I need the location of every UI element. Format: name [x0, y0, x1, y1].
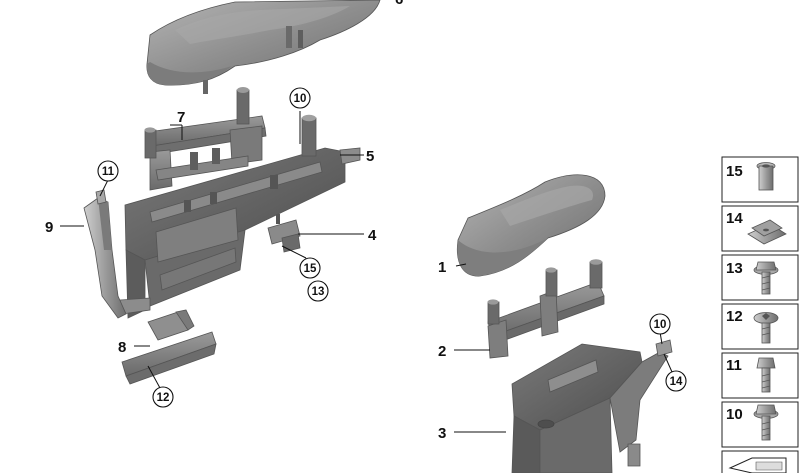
callout-6: 6: [395, 0, 403, 8]
fastener-label-13: 13: [726, 260, 743, 277]
panel-arrow-box: [721, 450, 799, 473]
circled-callout-11: 11: [97, 160, 119, 182]
circled-callout-15: 15: [299, 257, 321, 279]
callout-4: 4: [368, 227, 377, 244]
circled-callout-10-right: 10: [649, 313, 671, 335]
svg-text:12: 12: [157, 392, 170, 404]
cover-right: [456, 174, 606, 277]
fastener-label-15: 15: [726, 163, 743, 180]
fastener-item-15: 15: [721, 156, 799, 203]
circled-callout-10-left: 10: [289, 87, 311, 109]
top-cover-left: [146, 0, 381, 94]
callout-5: 5: [366, 148, 374, 165]
frame-right: [487, 259, 605, 359]
callout-3: 3: [438, 425, 446, 442]
fastener-item-10: 10: [721, 401, 799, 448]
fastener-panel: 15 14 13 12: [721, 156, 799, 473]
callout-2: 2: [438, 343, 446, 360]
fastener-label-11: 11: [726, 357, 742, 374]
main-fuse-box: [119, 114, 361, 319]
lower-holder: [121, 309, 217, 385]
callout-1: 1: [438, 259, 446, 276]
upper-bracket-frame: [144, 87, 267, 191]
fastener-item-11: 11: [721, 352, 799, 399]
svg-text:13: 13: [312, 286, 325, 298]
callout-8: 8: [118, 339, 126, 356]
side-bracket: [83, 189, 127, 319]
circled-callout-14: 14: [665, 370, 687, 392]
fastener-label-10: 10: [726, 406, 743, 423]
svg-text:14: 14: [670, 376, 683, 388]
leader-lines: [60, 111, 673, 433]
svg-text:11: 11: [102, 166, 115, 178]
fastener-item-12: 12: [721, 303, 799, 350]
circled-callout-12: 12: [152, 386, 174, 408]
svg-text:15: 15: [304, 263, 317, 275]
svg-text:10: 10: [294, 93, 307, 105]
callout-9: 9: [45, 219, 53, 236]
clip-bracket: [267, 214, 301, 253]
fastener-item-13: 13: [721, 254, 799, 301]
fastener-item-14: 14: [721, 205, 799, 252]
circled-callout-13: 13: [307, 280, 329, 302]
fastener-label-12: 12: [726, 308, 743, 325]
fastener-label-14: 14: [726, 210, 743, 227]
svg-text:10: 10: [654, 319, 667, 331]
callout-7: 7: [177, 109, 185, 126]
box-right: [511, 339, 673, 473]
